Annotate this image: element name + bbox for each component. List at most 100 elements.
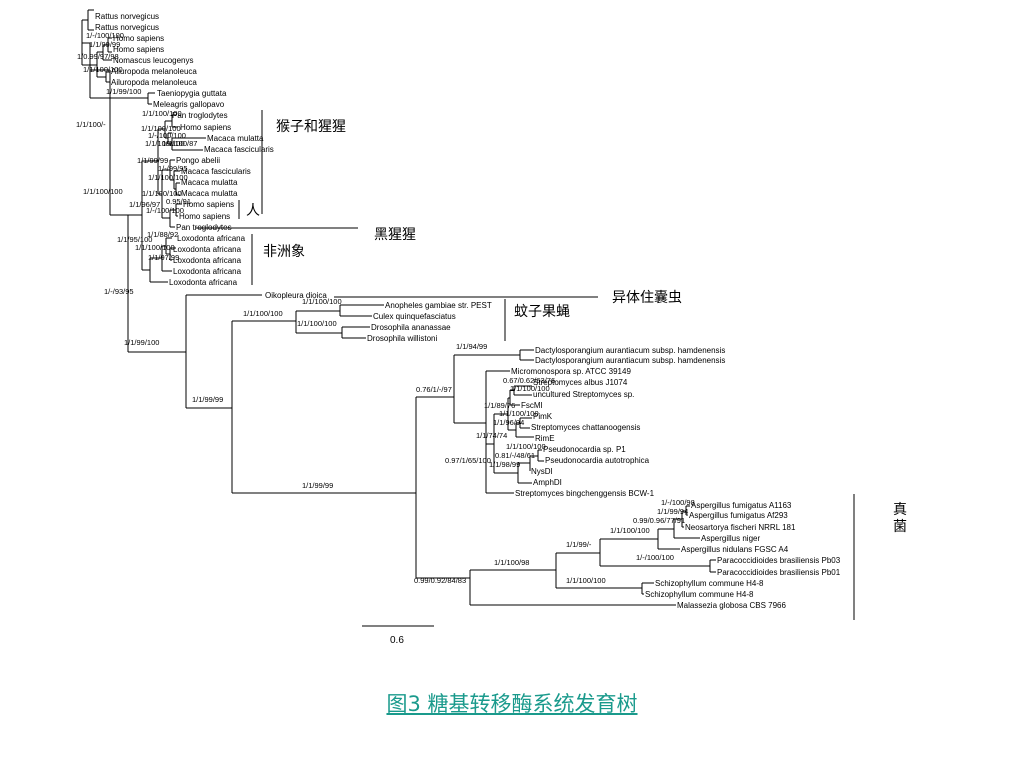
backbone: [110, 214, 470, 579]
taxon-label: Pan troglodytes: [172, 111, 228, 120]
tree-branch: [709, 559, 716, 573]
taxon-label: Paracoccidioides brasiliensis Pb03: [717, 556, 841, 565]
bacterial-clade: [453, 349, 544, 494]
group-label-elephant: 非洲象: [263, 244, 305, 260]
scale-bar: 0.6: [362, 625, 434, 646]
fungal-clade: [469, 505, 716, 606]
taxon-label: Streptomyces albus J1074: [533, 378, 628, 387]
support-value: 1/1/88/92: [147, 230, 178, 239]
tree-branch: [185, 294, 262, 409]
support-value: 1/1/100/100: [83, 65, 123, 74]
group-label-chimp: 黑猩猩: [374, 227, 416, 243]
tree-branch: [231, 320, 416, 494]
support-value: 1/0.99/97/98: [77, 52, 119, 61]
tree-branch: [469, 569, 676, 606]
figure-caption[interactable]: 图3 糖基转移酶系统发育树: [386, 692, 638, 716]
taxon-label: Macaca mulatta: [207, 134, 264, 143]
taxon-label: Ailuropoda melanoleuca: [111, 67, 197, 76]
taxon-label: Loxodonta africana: [173, 256, 242, 265]
taxon-label: Aspergillus fumigatus Af293: [689, 511, 788, 520]
tree-branch: [519, 349, 534, 361]
taxon-label: Malassezia globosa CBS 7966: [677, 601, 787, 610]
support-value: 1/1/100/100: [83, 187, 123, 196]
taxon-label: Aspergillus niger: [701, 534, 760, 543]
taxon-label: Macaca mulatta: [181, 178, 238, 187]
taxon-label: Macaca fascicularis: [204, 145, 274, 154]
scale-label: 0.6: [390, 635, 404, 646]
taxon-labels: Rattus norvegicus Rattus norvegicus Homo…: [95, 12, 841, 610]
tree-branch: [415, 396, 470, 579]
tree-branch: [110, 214, 186, 353]
taxon-label: Pseudonocardia sp. P1: [543, 445, 626, 454]
tree-branch: [295, 310, 342, 334]
support-value: 1/1/100/100: [302, 297, 342, 306]
taxon-label: Streptomyces chattanoogensis: [531, 423, 640, 432]
taxon-label: Micromonospora sp. ATCC 39149: [511, 367, 631, 376]
support-value: 1/-/100/100: [636, 553, 674, 562]
taxon-label: Homo sapiens: [183, 200, 234, 209]
taxon-label: Schizophyllum commune H4-8: [645, 590, 754, 599]
group-label-tunicate: 异体住囊虫: [612, 289, 682, 306]
support-value: 1/1/100/100: [566, 576, 606, 585]
support-value: 0.67/0.62/63/76: [503, 376, 555, 385]
taxon-label: Dactylosporangium aurantiacum subsp. ham…: [535, 346, 725, 355]
taxon-label: Homo sapiens: [180, 123, 231, 132]
taxon-label: Anopheles gambiae str. PEST: [385, 301, 492, 310]
taxon-label: Culex quinquefasciatus: [373, 312, 456, 321]
support-value: 1/1/89/76: [484, 401, 515, 410]
taxon-label: Rattus norvegicus: [95, 12, 159, 21]
support-value: 1/-/93/95: [104, 287, 134, 296]
taxon-label: uncultured Streptomyces sp.: [533, 390, 634, 399]
taxon-label: Homo sapiens: [179, 212, 230, 221]
tree-branch: [341, 326, 370, 339]
group-label-fungi-1: 真: [893, 502, 907, 518]
phylogenetic-tree: Rattus norvegicus Rattus norvegicus Homo…: [76, 9, 907, 646]
taxon-label: Drosophila ananassae: [371, 323, 451, 332]
support-value: 0.95/91: [166, 197, 191, 206]
support-value: 0.81/-/48/61: [495, 451, 535, 460]
tree-branch: [453, 354, 520, 424]
taxon-label: Loxodonta africana: [173, 245, 242, 254]
support-value: 1/1/98/99: [489, 460, 520, 469]
support-value: 1/1/100/87: [162, 139, 197, 148]
support-value: 1/1/100/100: [510, 384, 550, 393]
tree-branch: [87, 9, 94, 31]
tree-branch: [485, 444, 514, 494]
figure-caption-container: 图3 糖基转移酶系统发育树: [0, 688, 1024, 718]
support-value: 1/1/99/99: [137, 156, 168, 165]
support-value: 1/-/100/100: [86, 31, 124, 40]
taxon-label: Homo sapiens: [113, 34, 164, 43]
taxon-label: AmphDI: [533, 478, 562, 487]
support-value: 1/1/100/100: [506, 442, 546, 451]
taxon-label: Macaca mulatta: [181, 189, 238, 198]
support-value: 1/1/100/100: [610, 526, 650, 535]
support-value: 1/1/100/-: [76, 120, 106, 129]
support-value: 1/-/100/100: [146, 206, 184, 215]
support-value: 1/1/99/99: [302, 481, 333, 490]
support-value: 1/1/96/94: [493, 418, 524, 427]
group-label-fungi-2: 菌: [893, 519, 907, 535]
support-value: 1/1/100/100: [297, 319, 337, 328]
support-value: 0.99/0.92/84/83: [414, 576, 466, 585]
taxon-label: Rattus norvegicus: [95, 23, 159, 32]
taxon-label: Schizophyllum commune H4-8: [655, 579, 764, 588]
tree-branch: [657, 528, 680, 550]
taxon-label: FscMI: [521, 401, 543, 410]
support-value: 1/1/100/100: [141, 124, 181, 133]
taxon-label: Aspergillus fumigatus A1163: [691, 501, 792, 510]
taxon-label: Nomascus leucogenys: [113, 56, 193, 65]
support-value: 0.76/1/-/97: [416, 385, 452, 394]
taxon-label: Ailuropoda melanoleuca: [111, 78, 197, 87]
group-label-insects: 蚊子果蝇: [514, 304, 570, 320]
taxon-label: RimE: [535, 434, 555, 443]
taxon-label: Loxodonta africana: [177, 234, 246, 243]
support-value: 1/1/100/100: [148, 173, 188, 182]
taxon-label: Drosophila willistoni: [367, 334, 437, 343]
taxon-label: Dactylosporangium aurantiacum subsp. ham…: [535, 356, 725, 365]
taxon-label: NysDI: [531, 467, 553, 476]
support-value: 1/1/99/99: [192, 395, 223, 404]
group-label-human: 人: [246, 203, 260, 219]
taxon-label: Oikopleura dioica: [265, 291, 327, 300]
support-value: 1/1/100/100: [145, 139, 185, 148]
support-value: 0.99/0.96/77/91: [633, 516, 685, 525]
